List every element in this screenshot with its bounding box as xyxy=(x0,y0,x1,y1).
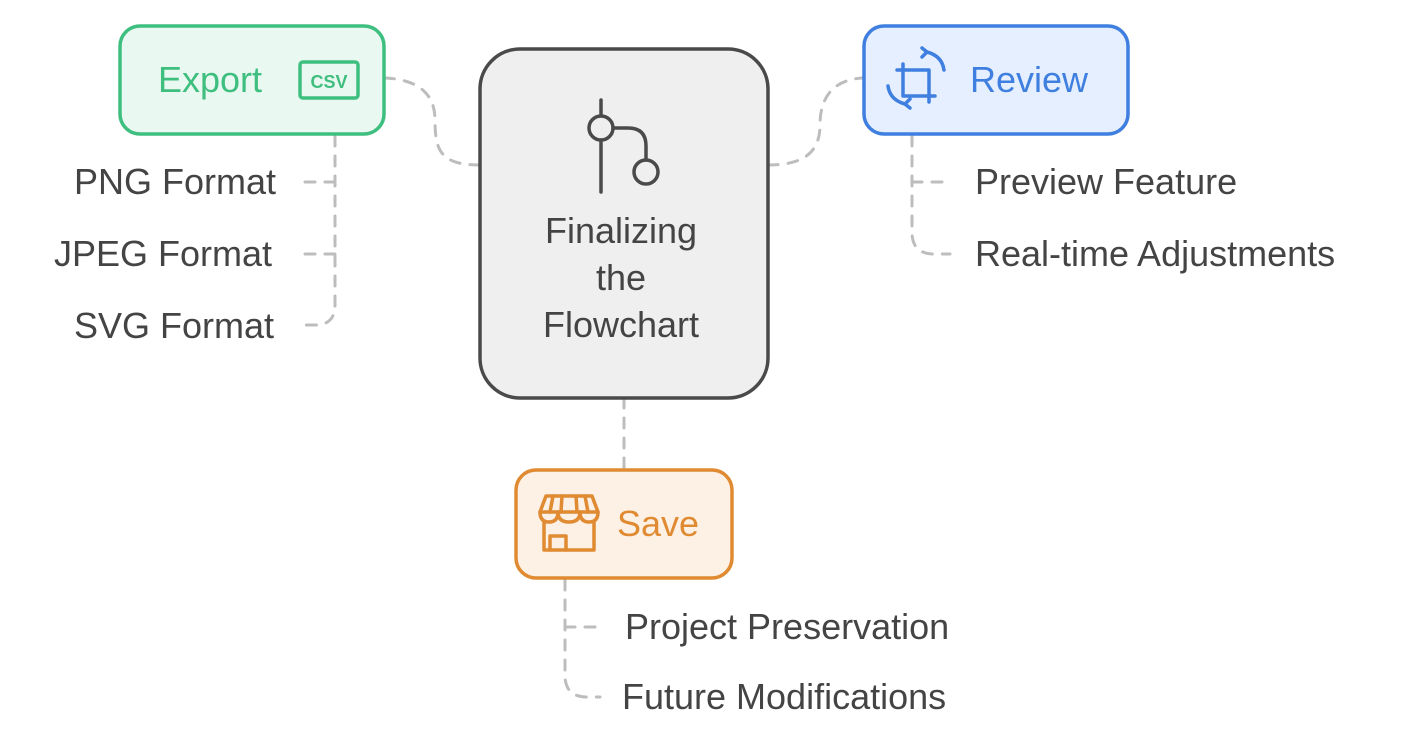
crop-rotate-icon xyxy=(886,46,946,110)
export-item-jpeg: JPEG Format xyxy=(54,233,272,274)
csv-file-icon: CSV xyxy=(298,60,360,100)
export-label: Export xyxy=(158,59,262,100)
connector-review-leaves xyxy=(910,134,952,256)
export-item-svg: SVG Format xyxy=(74,305,274,346)
connectors xyxy=(298,76,952,699)
save-item-project: Project Preservation xyxy=(625,606,949,647)
review-node: Review xyxy=(862,24,1130,136)
center-title-line-3: Flowchart xyxy=(543,304,699,345)
connector-center-review xyxy=(766,76,864,167)
connector-export-leaves xyxy=(298,134,337,327)
csv-icon-text: CSV xyxy=(310,72,347,92)
center-title-line-1: Finalizing xyxy=(545,210,697,251)
export-node: Export CSV xyxy=(118,24,386,136)
git-branch-icon xyxy=(587,98,660,194)
storefront-icon xyxy=(538,494,600,552)
connector-save-leaves xyxy=(563,578,602,699)
center-node: Finalizing the Flowchart xyxy=(478,47,770,400)
save-label: Save xyxy=(617,503,699,544)
review-item-realtime: Real-time Adjustments xyxy=(975,233,1335,274)
review-item-preview: Preview Feature xyxy=(975,161,1237,202)
export-item-png: PNG Format xyxy=(74,161,276,202)
center-title-line-2: the xyxy=(596,257,646,298)
save-item-future: Future Modifications xyxy=(622,676,946,717)
save-node: Save xyxy=(514,468,734,580)
connector-center-export xyxy=(384,76,482,167)
review-label: Review xyxy=(970,59,1089,100)
